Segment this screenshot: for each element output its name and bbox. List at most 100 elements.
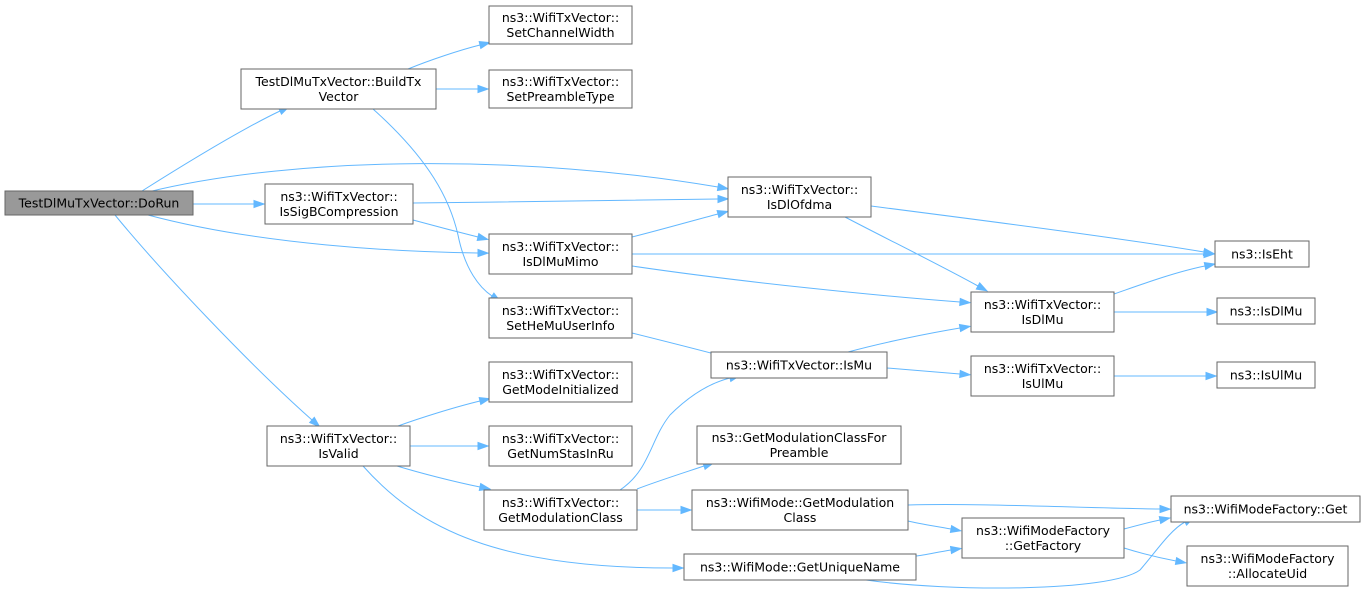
node-n11[interactable]: ns3::WifiTxVector::IsValid bbox=[266, 425, 411, 467]
edge-line bbox=[372, 108, 493, 297]
node-n3[interactable]: ns3::WifiTxVector::SetPreambleType bbox=[488, 69, 633, 109]
node-box[interactable] bbox=[696, 425, 902, 465]
node-n15[interactable]: ns3::WifiTxVector::IsMu bbox=[710, 351, 888, 379]
node-n19[interactable]: ns3::WifiModeFactory::Get bbox=[1170, 495, 1361, 523]
arrowhead bbox=[958, 323, 972, 333]
edge-line bbox=[1113, 265, 1206, 295]
edge-n11-n12 bbox=[397, 397, 492, 427]
edge-line bbox=[147, 214, 479, 254]
node-box[interactable] bbox=[970, 355, 1115, 397]
node-box[interactable] bbox=[488, 361, 633, 403]
node-box[interactable] bbox=[961, 517, 1125, 559]
edge-n16-n17 bbox=[1114, 371, 1218, 381]
node-label: IsDlMuMimo bbox=[522, 254, 598, 269]
arrowhead bbox=[959, 369, 972, 379]
node-label: ns3::WifiTxVector:: bbox=[984, 297, 1101, 312]
node-box[interactable] bbox=[1186, 545, 1349, 587]
node-label: GetModulationClass bbox=[498, 510, 623, 525]
edge-line bbox=[865, 521, 1186, 589]
edge-n18-n19 bbox=[907, 504, 1172, 514]
edge-n0-n11 bbox=[114, 214, 321, 428]
edge-n23-n20 bbox=[915, 545, 963, 557]
edge-n20-n21 bbox=[1123, 547, 1188, 566]
node-label: GetModeInitialized bbox=[502, 382, 619, 397]
node-n0[interactable]: TestDlMuTxVector::DoRun bbox=[4, 190, 194, 216]
arrowhead bbox=[680, 505, 693, 515]
edge-line bbox=[1123, 519, 1161, 530]
node-box[interactable] bbox=[970, 291, 1115, 333]
node-box[interactable] bbox=[264, 183, 414, 225]
node-box[interactable] bbox=[488, 69, 633, 109]
node-label: Preamble bbox=[770, 445, 829, 460]
node-box[interactable] bbox=[1216, 361, 1316, 389]
edge-n7-n8 bbox=[1113, 307, 1219, 317]
node-n8[interactable]: ns3::IsDlMu bbox=[1216, 297, 1316, 325]
node-box[interactable] bbox=[488, 5, 633, 45]
arrowhead bbox=[476, 232, 490, 241]
node-n22[interactable]: ns3::WifiTxVector::GetNumStasInRu bbox=[488, 425, 633, 467]
node-box[interactable] bbox=[483, 489, 638, 531]
node-n4[interactable]: ns3::WifiTxVector::SetHeMuUserInfo bbox=[488, 297, 633, 339]
node-box[interactable] bbox=[1216, 297, 1316, 325]
node-n16[interactable]: ns3::WifiTxVector::IsUlMu bbox=[970, 355, 1115, 397]
node-label: ns3::IsUlMu bbox=[1230, 368, 1302, 383]
node-box[interactable] bbox=[1214, 240, 1310, 268]
edge-n0-n9 bbox=[147, 214, 490, 258]
node-label: ns3::WifiTxVector:: bbox=[280, 189, 397, 204]
arrowhead bbox=[1206, 307, 1219, 317]
node-box[interactable] bbox=[488, 233, 633, 275]
edge-line bbox=[147, 163, 719, 193]
node-label: IsDlOfdma bbox=[767, 197, 832, 212]
node-n5[interactable]: ns3::WifiTxVector::IsDlOfdma bbox=[727, 176, 872, 218]
edge-n9-n5 bbox=[631, 210, 730, 238]
node-n21[interactable]: ns3::WifiModeFactory::AllocateUid bbox=[1186, 545, 1349, 587]
edge-n11-n13 bbox=[396, 465, 492, 491]
node-n2[interactable]: ns3::WifiTxVector::SetChannelWidth bbox=[488, 5, 633, 45]
node-label: ns3::WifiTxVector:: bbox=[741, 182, 858, 197]
node-label: IsValid bbox=[318, 446, 358, 461]
edge-line bbox=[847, 327, 961, 353]
node-n12[interactable]: ns3::WifiTxVector::GetModeInitialized bbox=[488, 361, 633, 403]
edge-n20-n19 bbox=[1123, 516, 1172, 530]
node-n7[interactable]: ns3::WifiTxVector::IsDlMu bbox=[970, 291, 1115, 333]
node-box[interactable] bbox=[266, 425, 411, 467]
edge-line bbox=[631, 265, 961, 303]
arrowhead bbox=[477, 248, 490, 258]
node-box[interactable] bbox=[1170, 495, 1361, 523]
edge-line bbox=[907, 520, 952, 530]
node-n18[interactable]: ns3::WifiMode::GetModulationClass bbox=[691, 489, 909, 531]
node-box[interactable] bbox=[240, 68, 437, 110]
edge-n5-n6 bbox=[870, 205, 1216, 257]
arrowhead bbox=[1203, 262, 1217, 271]
node-box[interactable] bbox=[691, 489, 909, 531]
node-box[interactable] bbox=[488, 297, 633, 339]
edge-line bbox=[362, 465, 674, 569]
node-n13[interactable]: ns3::WifiTxVector::GetModulationClass bbox=[483, 489, 638, 531]
node-n9[interactable]: ns3::WifiTxVector::IsDlMuMimo bbox=[488, 233, 633, 275]
edge-n15-n7 bbox=[847, 323, 972, 353]
node-box[interactable] bbox=[710, 351, 888, 379]
node-label: ns3::IsEht bbox=[1231, 247, 1293, 262]
node-n23[interactable]: ns3::WifiMode::GetUniqueName bbox=[683, 553, 917, 581]
edge-n9-n6 bbox=[632, 249, 1216, 259]
node-label: ns3::WifiTxVector:: bbox=[984, 361, 1101, 376]
node-box[interactable] bbox=[488, 425, 633, 467]
node-n10[interactable]: ns3::WifiTxVector::IsSigBCompression bbox=[264, 183, 414, 225]
node-box[interactable] bbox=[727, 176, 872, 218]
node-label: ns3::WifiTxVector:: bbox=[502, 431, 619, 446]
node-label: ns3::WifiMode::GetModulation bbox=[706, 495, 894, 510]
node-n17[interactable]: ns3::IsUlMu bbox=[1216, 361, 1316, 389]
edge-line bbox=[886, 367, 961, 375]
node-box[interactable] bbox=[4, 190, 194, 216]
node-n20[interactable]: ns3::WifiModeFactory::GetFactory bbox=[961, 517, 1125, 559]
arrowhead bbox=[672, 563, 685, 573]
arrowhead bbox=[949, 545, 963, 555]
node-n6[interactable]: ns3::IsEht bbox=[1214, 240, 1310, 268]
node-label: ::GetFactory bbox=[1005, 538, 1082, 553]
node-label: TestDlMuTxVector::DoRun bbox=[18, 196, 180, 211]
node-label: ns3::WifiModeFactory bbox=[1201, 551, 1336, 566]
node-box[interactable] bbox=[683, 553, 917, 581]
